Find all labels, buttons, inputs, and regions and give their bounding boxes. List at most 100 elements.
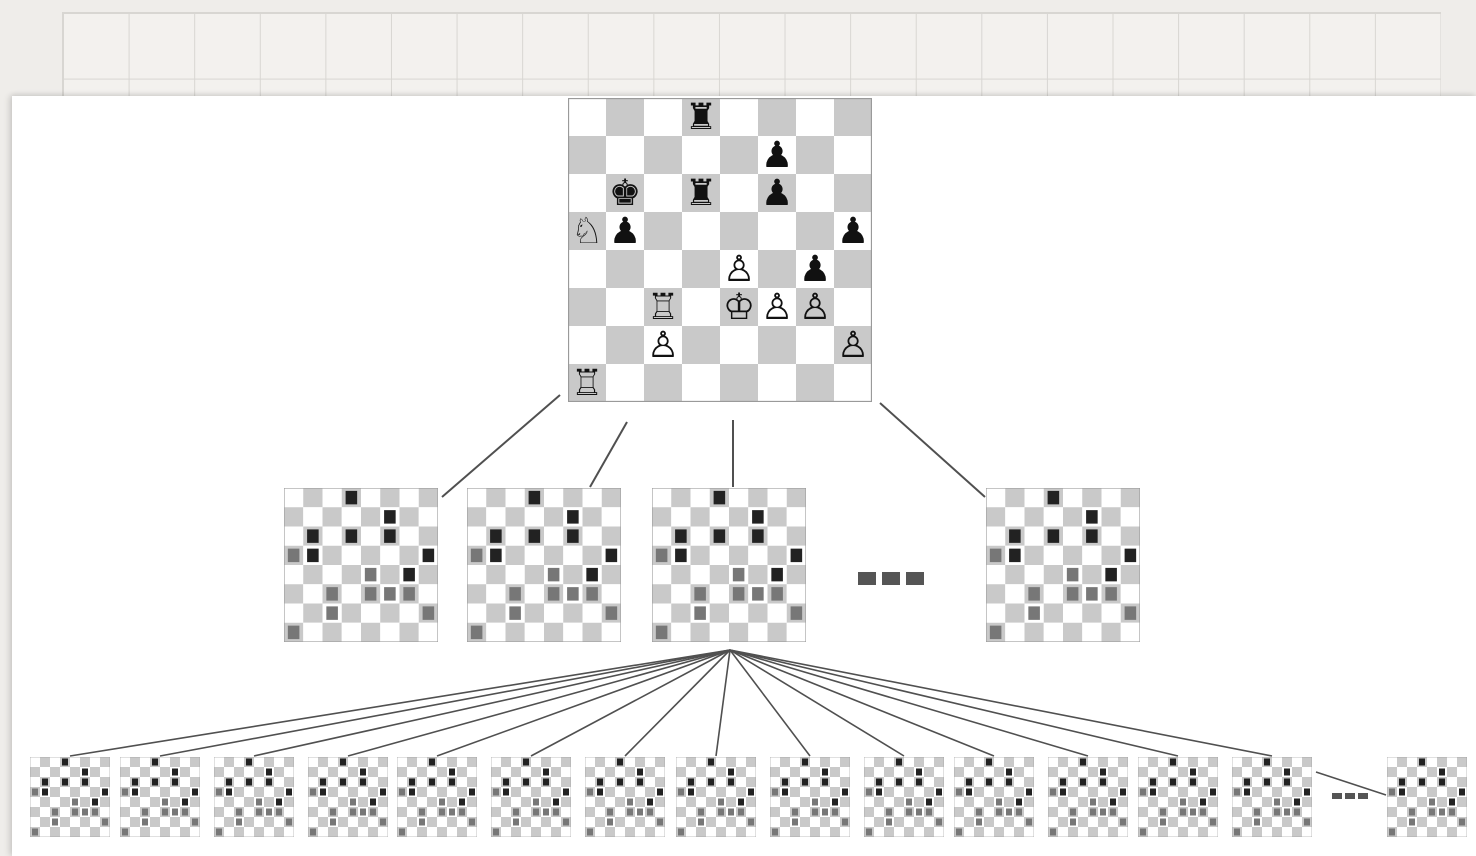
board-square xyxy=(748,623,767,642)
board-square xyxy=(1108,777,1118,787)
board-square xyxy=(190,827,200,837)
chess-piece-P xyxy=(1160,819,1166,826)
board-square xyxy=(303,488,322,507)
board-square xyxy=(1138,817,1148,827)
board-square xyxy=(1427,827,1437,837)
board-square xyxy=(40,827,50,837)
board-square xyxy=(1024,797,1034,807)
chess-piece-P xyxy=(360,809,366,816)
chess-piece-P xyxy=(936,819,942,826)
board-square xyxy=(1121,565,1140,584)
board-square xyxy=(583,507,602,526)
board-square xyxy=(120,767,130,777)
chess-piece-p xyxy=(606,549,618,562)
chess-piece-R xyxy=(678,829,684,836)
board-square xyxy=(568,174,606,212)
chess-piece-p xyxy=(370,799,376,806)
chess-piece-R xyxy=(330,809,336,816)
board-square xyxy=(1272,787,1282,797)
chess-piece-R xyxy=(513,809,519,816)
board-square xyxy=(361,604,380,623)
board-square xyxy=(696,797,706,807)
board-square xyxy=(736,817,746,827)
board-square xyxy=(150,767,160,777)
board-square xyxy=(1108,787,1118,797)
board-square xyxy=(1048,807,1058,817)
board-square xyxy=(190,797,200,807)
board-square xyxy=(244,797,254,807)
board-square xyxy=(170,757,180,767)
board-square xyxy=(254,757,264,767)
chess-piece-P xyxy=(1086,587,1098,600)
chess-piece-p xyxy=(1016,799,1022,806)
board-square xyxy=(1427,777,1437,787)
board-square xyxy=(1078,767,1088,777)
board-square xyxy=(1457,797,1467,807)
board-square xyxy=(994,787,1004,797)
board-square xyxy=(644,98,682,136)
level2-board-1 xyxy=(30,757,110,837)
board-square xyxy=(1048,777,1058,787)
board-square xyxy=(308,817,318,827)
board-square xyxy=(1148,817,1158,827)
chess-piece-R xyxy=(122,829,128,836)
chess-piece-P xyxy=(513,819,519,826)
board-square xyxy=(170,827,180,837)
board-square xyxy=(1208,767,1218,777)
chess-board xyxy=(284,488,438,642)
board-square xyxy=(120,807,130,817)
board-square xyxy=(400,488,419,507)
board-square xyxy=(606,136,644,174)
chess-piece-p xyxy=(449,779,455,786)
board-square xyxy=(1302,797,1312,807)
board-square xyxy=(1044,604,1063,623)
chess-piece-P xyxy=(1200,809,1206,816)
board-square xyxy=(378,777,388,787)
level1-ellipsis xyxy=(858,572,924,585)
board-square xyxy=(790,757,800,767)
board-square xyxy=(1242,817,1252,827)
board-square xyxy=(1048,757,1058,767)
board-square xyxy=(486,584,505,603)
board-square xyxy=(615,787,625,797)
chess-piece-P xyxy=(606,606,618,619)
board-square xyxy=(284,565,303,584)
chess-piece-R xyxy=(1254,809,1260,816)
chess-piece-R xyxy=(32,829,38,836)
board-square xyxy=(682,136,720,174)
chess-piece-k xyxy=(597,779,603,786)
board-square xyxy=(904,757,914,767)
chess-piece-P xyxy=(976,819,982,826)
board-square xyxy=(1121,623,1140,642)
board-square xyxy=(190,807,200,817)
board-square xyxy=(1118,777,1128,787)
ellipsis-dot xyxy=(1332,793,1342,799)
board-square xyxy=(1005,623,1024,642)
board-square xyxy=(1417,767,1427,777)
board-square xyxy=(486,507,505,526)
board-square xyxy=(531,787,541,797)
board-square xyxy=(864,807,874,817)
chess-piece-P xyxy=(509,606,521,619)
board-square xyxy=(874,827,884,837)
board-square xyxy=(361,546,380,565)
board-square xyxy=(50,797,60,807)
board-square xyxy=(100,807,110,817)
chess-piece-k xyxy=(503,779,509,786)
board-square xyxy=(224,807,234,817)
board-square xyxy=(834,98,872,136)
board-square xyxy=(378,797,388,807)
chess-piece-P xyxy=(1006,809,1012,816)
board-square xyxy=(491,817,501,827)
chess-piece-r xyxy=(346,491,358,504)
chess-piece-p xyxy=(543,779,549,786)
board-square xyxy=(1252,787,1262,797)
chess-piece-P xyxy=(326,606,338,619)
board-square xyxy=(746,757,756,767)
board-square xyxy=(691,623,710,642)
board-square xyxy=(748,546,767,565)
board-square xyxy=(645,827,655,837)
chess-piece-K: ♔ xyxy=(723,286,755,328)
board-square xyxy=(140,777,150,787)
chess-piece-N xyxy=(656,549,668,562)
